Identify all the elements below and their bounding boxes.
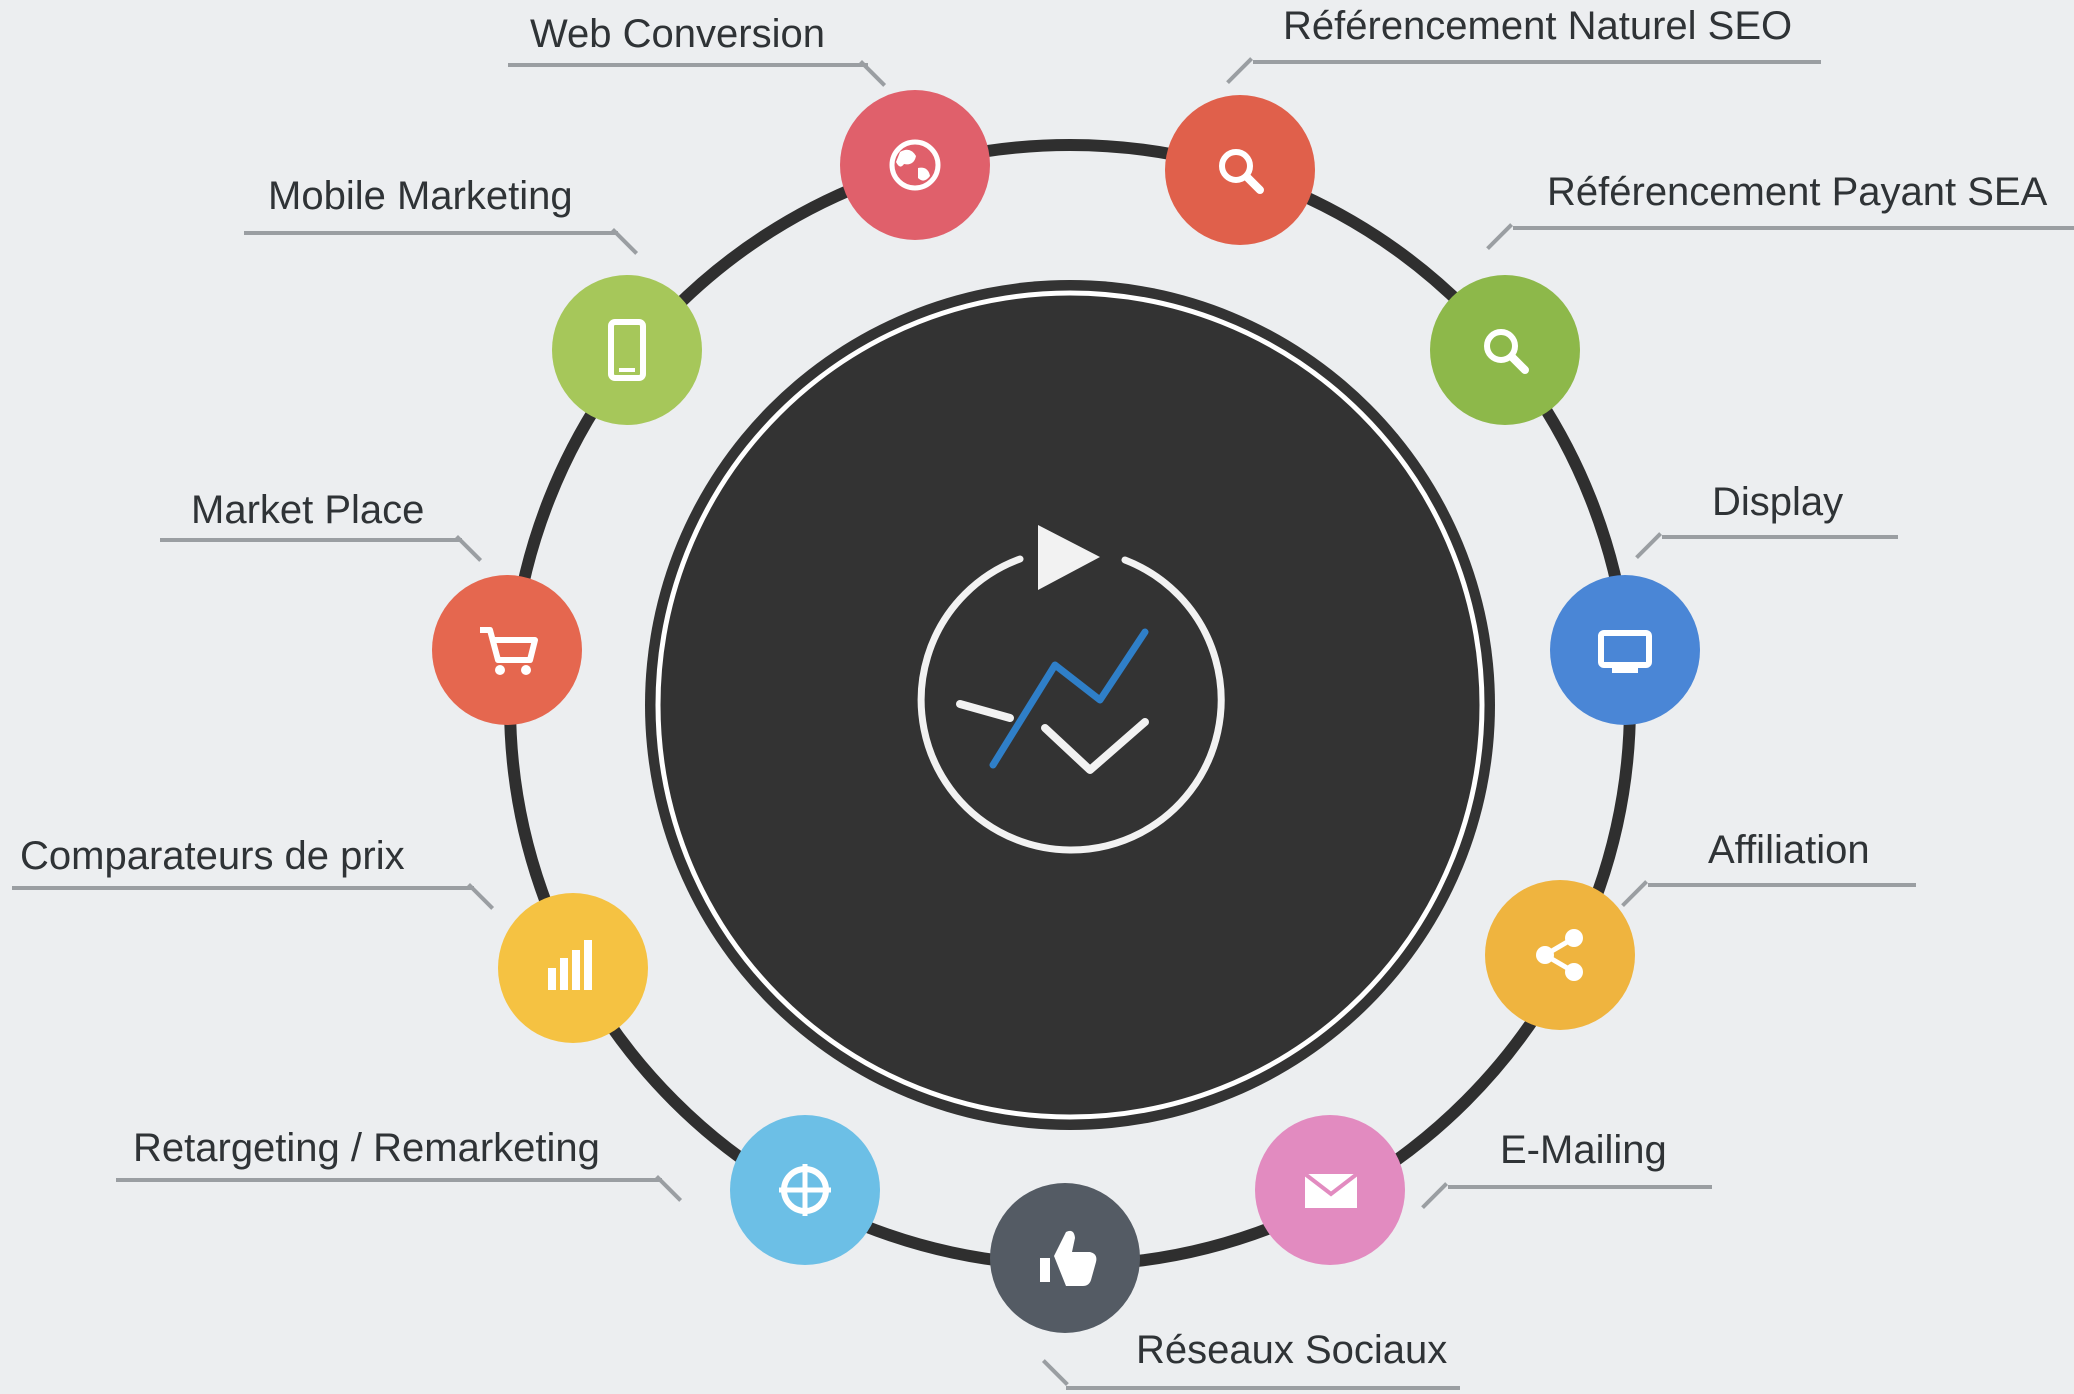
node-retargeting-remarketing[interactable]	[730, 1115, 880, 1265]
label-reseaux-sociaux: Réseaux Sociaux	[1136, 1328, 1448, 1372]
node-display[interactable]	[1550, 575, 1700, 725]
label-underline	[1448, 1185, 1712, 1189]
label-web-conversion: Web Conversion	[530, 12, 825, 56]
label-underline	[1253, 60, 1821, 64]
label-affiliation: Affiliation	[1708, 828, 1870, 872]
node-reseaux-sociaux[interactable]	[990, 1183, 1140, 1333]
node-mobile-marketing[interactable]	[552, 275, 702, 425]
label-e-mailing: E-Mailing	[1500, 1128, 1667, 1172]
label-underline	[244, 231, 618, 235]
search-icon	[1219, 149, 1264, 194]
search-icon	[1484, 329, 1529, 374]
center-disc	[645, 280, 1495, 1130]
label-underline	[1662, 535, 1898, 539]
label-mobile-marketing: Mobile Marketing	[268, 174, 573, 218]
node-referencement-payant-sea[interactable]	[1430, 275, 1580, 425]
node-web-conversion[interactable]	[840, 90, 990, 240]
mobile-phone-icon	[608, 319, 646, 381]
center-disc-outline	[655, 290, 1485, 1120]
label-market-place: Market Place	[191, 488, 425, 532]
label-display: Display	[1712, 480, 1844, 524]
cart-icon	[480, 627, 538, 675]
label-underline	[508, 63, 868, 67]
monitor-icon	[1598, 630, 1652, 673]
node-affiliation[interactable]	[1485, 880, 1635, 1030]
label-underline	[116, 1178, 662, 1182]
label-retargeting-remarketing: Retargeting / Remarketing	[133, 1126, 600, 1170]
label-underline	[1066, 1386, 1460, 1390]
label-underline	[1513, 226, 2074, 230]
label-referencement-payant-sea: Référencement Payant SEA	[1547, 170, 2048, 214]
thumbs-up-icon	[1040, 1230, 1097, 1286]
bar-chart-icon	[548, 940, 592, 990]
label-referencement-naturel-seo: Référencement Naturel SEO	[1283, 4, 1793, 48]
refresh-chart-icon	[917, 525, 1225, 854]
node-e-mailing[interactable]	[1255, 1115, 1405, 1265]
globe-icon	[889, 139, 941, 191]
node-referencement-naturel-seo[interactable]	[1165, 95, 1315, 245]
node-market-place[interactable]	[432, 575, 582, 725]
crosshair-icon	[779, 1164, 831, 1216]
label-underline	[160, 538, 462, 542]
share-icon	[1536, 929, 1583, 981]
label-underline	[12, 886, 474, 890]
envelope-icon	[1303, 1172, 1359, 1208]
node-comparateurs-de-prix[interactable]	[498, 893, 648, 1043]
label-comparateurs-de-prix: Comparateurs de prix	[20, 834, 405, 878]
label-underline	[1648, 883, 1916, 887]
